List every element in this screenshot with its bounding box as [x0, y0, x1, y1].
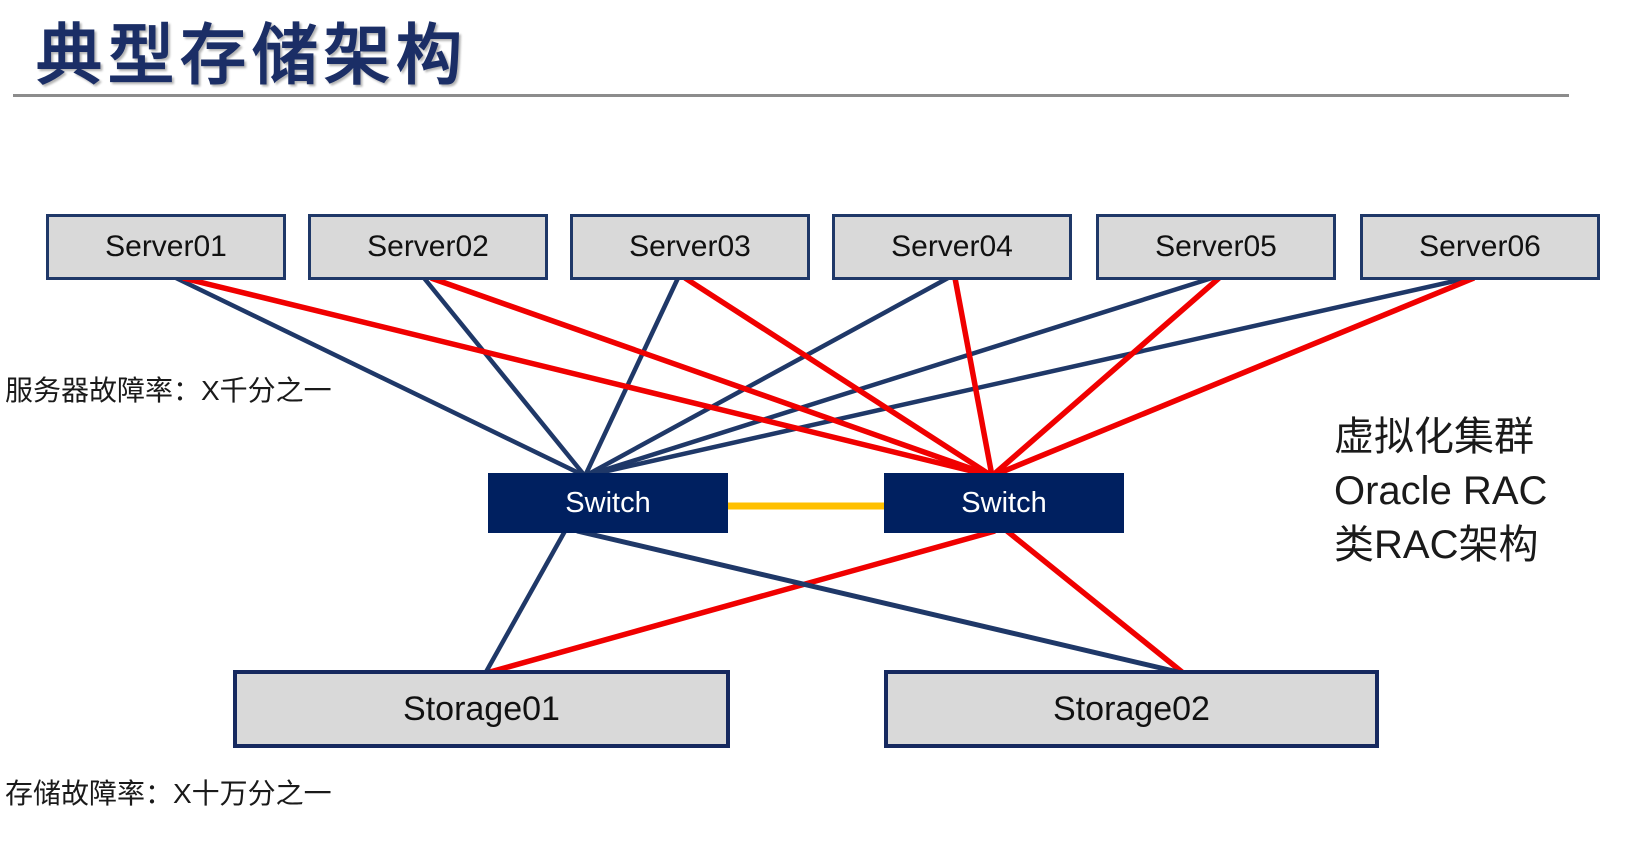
link-server05-to-left-switch: [584, 275, 1213, 479]
cluster-note-line2: Oracle RAC: [1334, 469, 1548, 513]
link-server04-to-right-switch: [952, 277, 995, 477]
right-switch-label: Switch: [961, 486, 1047, 519]
right-switch-box: Switch: [884, 473, 1124, 533]
storage02-label: Storage02: [1053, 689, 1210, 728]
server02-label: Server02: [367, 230, 489, 263]
title-divider: [13, 94, 1569, 97]
server06-box: Server06: [1360, 214, 1600, 280]
server05-box: Server05: [1096, 214, 1336, 280]
link-left-switch-to-storage02: [576, 528, 1179, 675]
server03-box: Server03: [570, 214, 810, 280]
storage-failure-rate-note: 存储故障率：X十万分之一: [5, 778, 332, 809]
link-server03-to-left-switch: [582, 277, 681, 477]
server04-label: Server04: [891, 230, 1013, 263]
link-right-switch-to-storage02: [1005, 528, 1184, 675]
server06-label: Server06: [1419, 230, 1541, 263]
cluster-note-line1: 虚拟化集群: [1334, 415, 1534, 459]
link-server03-to-right-switch: [683, 275, 994, 479]
server04-box: Server04: [832, 214, 1072, 280]
link-server02-to-right-switch: [430, 275, 993, 479]
cluster-note: 虚拟化集群 Oracle RAC 类RAC架构: [1334, 410, 1547, 572]
link-server04-to-left-switch: [583, 276, 950, 478]
storage01-box: Storage01: [233, 670, 730, 748]
server01-label: Server01: [105, 230, 227, 263]
link-server02-to-left-switch: [422, 276, 587, 478]
server03-label: Server03: [629, 230, 751, 263]
server02-box: Server02: [308, 214, 548, 280]
left-switch-box: Switch: [488, 473, 728, 533]
cluster-note-line3: 类RAC架构: [1334, 523, 1539, 567]
server05-label: Server05: [1155, 230, 1277, 263]
page-title: 典型存储架构: [36, 18, 468, 92]
link-left-switch-to-storage01: [484, 529, 567, 674]
storage02-box: Storage02: [884, 670, 1379, 748]
server-failure-rate-note: 服务器故障率：X千分之一: [5, 375, 332, 406]
left-switch-label: Switch: [565, 486, 651, 519]
link-server05-to-right-switch: [990, 275, 1221, 479]
link-right-switch-to-storage01: [489, 528, 996, 675]
server01-box: Server01: [46, 214, 286, 280]
storage01-label: Storage01: [403, 689, 560, 728]
